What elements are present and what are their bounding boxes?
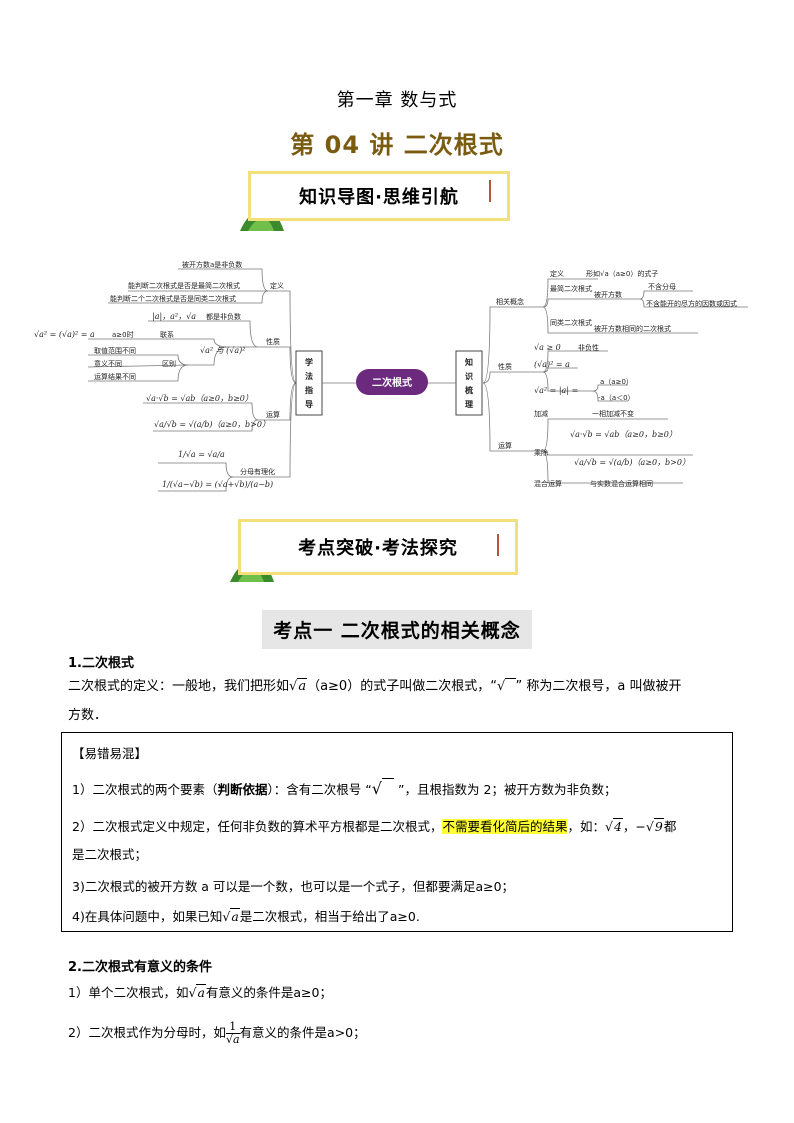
right-concept-item-6: 不含能开的尽方的因数或因式 [646, 299, 737, 308]
svg-text:√a² = (√a)² = a: √a² = (√a)² = a [34, 330, 95, 339]
right-concept-item-5: 不含分母 [648, 282, 676, 291]
right-op-item-4: 混合运算 [534, 479, 562, 488]
left-rationalize-label: 分母有理化 [240, 467, 275, 476]
right-op-item-2: 一相加减不变 [592, 409, 634, 418]
right-operation-label: 运算 [498, 441, 512, 450]
svg-text:理: 理 [465, 400, 473, 409]
right-op-item-1: 加减 [534, 409, 548, 418]
svg-text:识: 识 [465, 371, 473, 381]
right-concept-item-2: 形如√a（a≥0）的式子 [586, 269, 658, 278]
banner-ornament [497, 534, 499, 556]
svg-text:|a|，a²，√a: |a|，a²，√a [152, 312, 196, 321]
svg-text:学: 学 [305, 357, 313, 367]
right-prop-item-1: 非负性 [578, 343, 599, 352]
svg-text:知: 知 [465, 357, 473, 367]
right-property-label: 性质 [498, 362, 512, 371]
svg-text:指: 指 [305, 385, 313, 395]
exam-banner: 考点突破·考法探究 [238, 519, 518, 575]
left-operation-label: 运算 [266, 410, 280, 419]
svg-text:√a² = |a| =: √a² = |a| = [534, 386, 578, 395]
box-line-3: 3)二次根式的被开方数 a 可以是一个数，也可以是一个式子，但都要满足a≥0； [72, 879, 515, 894]
left-def-item-2: 能判断二次根式是否是最简二次根式 [128, 281, 240, 290]
pitfall-box: 【易错易混】 1）二次根式的两个要素（判断依据）：含有二次根号 “√ ”，且根指… [61, 732, 733, 932]
svg-text:1/√a = √a/a: 1/√a = √a/a [178, 450, 225, 459]
left-prop-item-5: 意义不同 [94, 359, 122, 368]
left-def-item-1: 被开方数a是非负数 [182, 260, 242, 269]
right-concept-item-8: 被开方数相同的二次根式 [594, 324, 671, 333]
box-line-2b: 是二次根式； [72, 847, 148, 862]
left-prop-item-4: 取值范围不同 [94, 346, 136, 355]
lecture-title: 第 04 讲 二次根式 [290, 131, 504, 159]
mindmap-banner-label: 知识导图·思维引航 [299, 187, 459, 208]
right-op-item-5: 与实数混合运算相同 [590, 479, 653, 488]
svg-text:√a·√b = √ab（a≥0，b≥0）: √a·√b = √ab（a≥0，b≥0） [146, 394, 253, 403]
left-prop-item-1: 都是非负数 [206, 312, 241, 321]
svg-text:√a/√b = √(a/b)（a≥0，b>0）: √a/√b = √(a/b)（a≥0，b>0） [154, 420, 270, 429]
left-property-label: 性质 [266, 337, 280, 346]
highlight-text: 不需要看化简后的结果 [442, 819, 568, 834]
right-op-item-3: 乘除 [534, 448, 548, 457]
right-concept-item-3: 最简二次根式 [550, 284, 592, 293]
svg-text:1/(√a−√b) = (√a+√b)/(a−b): 1/(√a−√b) = (√a+√b)/(a−b) [162, 480, 273, 489]
svg-text:导: 导 [305, 400, 313, 409]
sub-heading-2: 2.二次根式有意义的条件 [68, 960, 212, 975]
box-title: 【易错易混】 [72, 746, 148, 761]
right-concept-label: 相关概念 [496, 297, 524, 306]
svg-text:梳: 梳 [464, 385, 473, 395]
banner-ornament [489, 180, 491, 202]
svg-text:√a ≥ 0: √a ≥ 0 [534, 343, 561, 352]
right-prop-item-2: a（a≥0） [600, 378, 633, 386]
right-prop-item-3: -a（a＜0） [598, 394, 635, 402]
condition-1: 1）单个二次根式，如√a有意义的条件是a≥0； [68, 984, 332, 1000]
chapter-title: 第一章 数与式 [336, 90, 458, 111]
left-prop-item-7: 运算结果不同 [94, 372, 136, 381]
right-concept-item-4: 被开方数 [594, 290, 622, 299]
section-title: 考点一 二次根式的相关概念 [0, 610, 794, 649]
svg-text:法: 法 [305, 371, 313, 381]
definition-paragraph: 二次根式的定义：一般地，我们把形如√a（a≥0）的式子叫做二次根式，“√ ” 称… [68, 678, 682, 723]
left-prop-item-6: 区别 [162, 359, 176, 368]
box-line-4: 4)在具体问题中，如果已知√a是二次根式，相当于给出了a≥0. [72, 908, 420, 924]
mindmap-center: 二次根式 [372, 376, 412, 389]
box-line-1: 1）二次根式的两个要素（判断依据）：含有二次根号 “√ ”，且根指数为 2；被开… [72, 778, 617, 798]
left-prop-item-2: a≥0时 [112, 330, 134, 339]
left-definition-label: 定义 [270, 281, 284, 290]
box-line-2: 2）二次根式定义中规定，任何非负数的算术平方根都是二次根式，不需要看化简后的结果… [72, 818, 677, 834]
mindmap-banner: 知识导图·思维引航 [248, 171, 510, 221]
svg-text:√a·√b = √ab（a≥0，b≥0）: √a·√b = √ab（a≥0，b≥0） [570, 430, 677, 439]
sub-heading-1: 1.二次根式 [68, 656, 134, 671]
mind-map: 二次根式 学 法 指 导 知 识 梳 理 定义 被开方数a是非负数 能判断二次根… [34, 260, 748, 492]
svg-text:(√a)² = a: (√a)² = a [534, 360, 570, 369]
right-concept-item-1: 定义 [550, 269, 564, 278]
svg-text:√a² 与 (√a)²: √a² 与 (√a)² [200, 346, 245, 355]
exam-banner-label: 考点突破·考法探究 [298, 538, 458, 559]
svg-text:√a/√b = √(a/b)（a≥0，b>0）: √a/√b = √(a/b)（a≥0，b>0） [574, 458, 690, 467]
left-prop-item-3: 联系 [160, 330, 174, 339]
left-def-item-3: 能判断二个二次根式是否是同类二次根式 [110, 294, 236, 303]
right-concept-item-7: 同类二次根式 [550, 318, 592, 327]
